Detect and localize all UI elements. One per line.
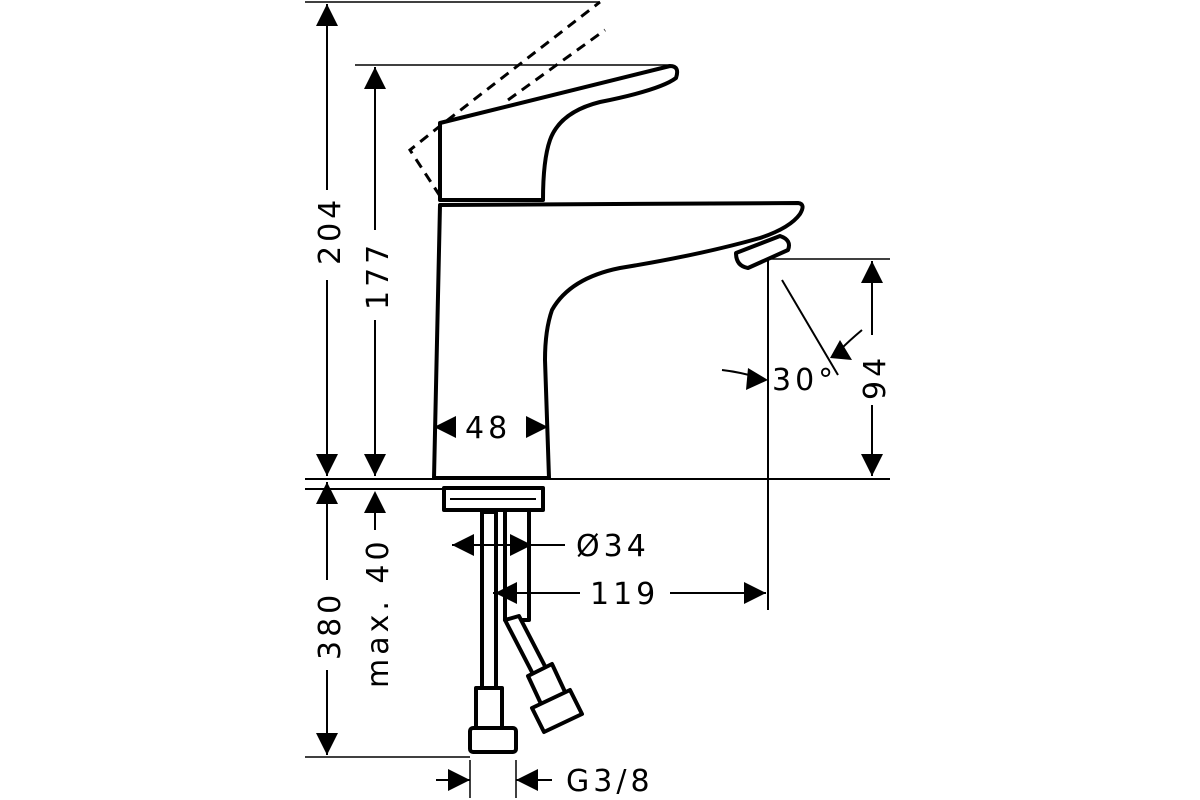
dim-hose-length-label: 380: [313, 591, 348, 660]
dim-projection-label: 119: [590, 577, 659, 612]
dim-body-width: 48: [434, 411, 548, 446]
hose-right-nut: [530, 688, 584, 734]
dim-hole-diameter-label: Ø34: [576, 529, 650, 564]
dim-spray-angle-label: 30°: [772, 363, 837, 398]
dim-spout-clearance-label: 94: [858, 354, 893, 400]
dim-max-thickness: max. 40: [361, 491, 396, 688]
dim-projection: 119: [493, 577, 766, 612]
dim-connection-thread: G3/8: [436, 760, 654, 799]
dim-body-width-label: 48: [465, 411, 511, 446]
dim-spout-height: 177: [350, 64, 670, 476]
lever-handle: [438, 64, 680, 202]
hose-left-fitting: [474, 686, 504, 730]
dim-max-thickness-label: max. 40: [361, 537, 396, 688]
dim-spray-angle: 30°: [721, 259, 863, 610]
dim-hose-length: 380: [300, 482, 470, 758]
handle-open-position: [407, 0, 601, 197]
hose-left-nut: [468, 726, 518, 754]
faucet-body: [305, 0, 890, 480]
hose-left: [480, 510, 498, 690]
dim-connection-thread-label: G3/8: [566, 764, 654, 799]
dim-hole-diameter: Ø34: [452, 529, 650, 564]
faucet-spout: [432, 201, 805, 480]
aerator: [734, 234, 791, 270]
dim-total-height-label: 204: [313, 196, 348, 265]
dim-total-height: 204: [300, 1, 600, 476]
dim-spout-clearance: 94: [768, 258, 900, 476]
dim-spout-height-label: 177: [361, 241, 396, 310]
